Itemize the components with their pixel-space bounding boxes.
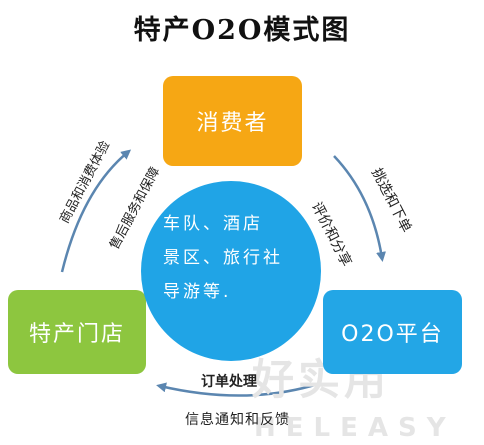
arrow-consumer-to-platform (333, 155, 386, 262)
arrow-store-to-consumer (60, 149, 132, 273)
center-circle (141, 181, 321, 361)
edge-label-bottom-lower: 信息通知和反馈 (185, 412, 290, 428)
edge-label-bottom-upper: 订单处理 (201, 374, 257, 390)
node-platform: O2O平台 (323, 290, 462, 374)
watermark-en: HELEASY (254, 413, 456, 443)
node-store: 特产门店 (8, 290, 146, 374)
arrow-platform-to-store (156, 382, 319, 397)
center-line-3: 导游等. (163, 282, 232, 302)
center-line-1: 车队、酒店 (163, 214, 263, 234)
center-text: 车队、酒店 景区、旅行社 导游等. (163, 207, 323, 309)
center-line-2: 景区、旅行社 (163, 248, 283, 268)
node-consumer: 消费者 (163, 76, 302, 166)
diagram-title: 特产O2O模式图 (133, 15, 351, 46)
